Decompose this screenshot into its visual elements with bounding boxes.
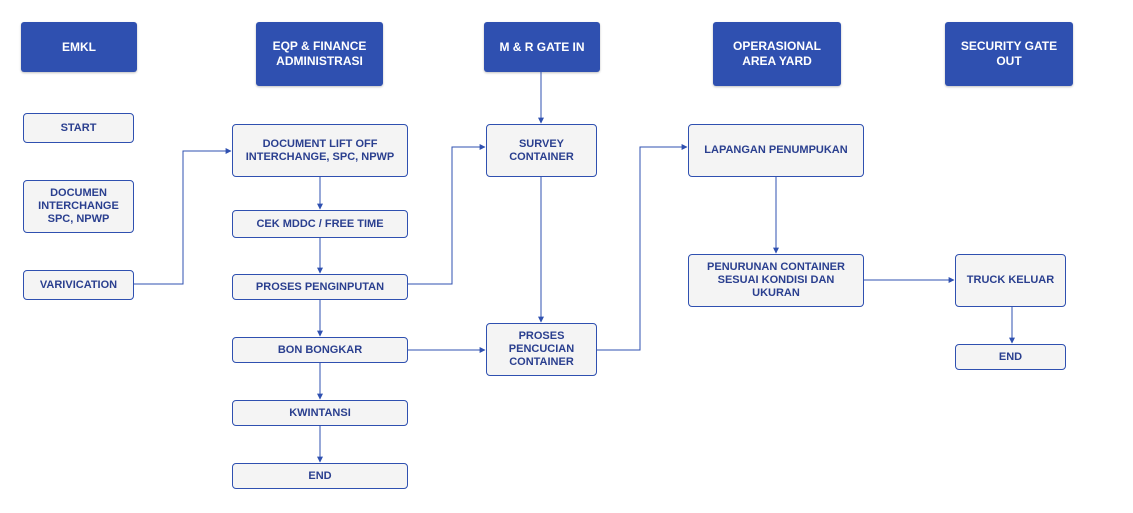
node-document-lift-off: DOCUMENT LIFT OFF INTERCHANGE, SPC, NPWP (232, 124, 408, 177)
arrow-varivication-to-document-lift-off (134, 148, 232, 285)
node-cek-mddc: CEK MDDC / FREE TIME (232, 210, 408, 238)
node-documen-interchange: DOCUMEN INTERCHANGE SPC, NPWP (23, 180, 134, 233)
node-lapangan-penumpukan: LAPANGAN PENUMPUKAN (688, 124, 864, 177)
arrow-penginputan-to-survey (408, 144, 486, 285)
lane-header-eqp-finance: EQP & FINANCE ADMINISTRASI (256, 22, 383, 86)
node-end-eqp: END (232, 463, 408, 489)
node-varivication: VARIVICATION (23, 270, 134, 300)
lane-header-mr-gate-in: M & R GATE IN (484, 22, 600, 72)
node-penurunan-container: PENURUNAN CONTAINER SESUAI KONDISI DAN U… (688, 254, 864, 307)
lane-header-operasional: OPERASIONAL AREA YARD (713, 22, 841, 86)
node-proses-penginputan: PROSES PENGINPUTAN (232, 274, 408, 300)
arrow-pencucian-to-lapangan (597, 144, 688, 351)
node-truck-keluar: TRUCK KELUAR (955, 254, 1066, 307)
lane-header-security-gate-out: SECURITY GATE OUT (945, 22, 1073, 86)
lane-header-emkl: EMKL (21, 22, 137, 72)
node-bon-bongkar: BON BONGKAR (232, 337, 408, 363)
node-end-security: END (955, 344, 1066, 370)
node-start: START (23, 113, 134, 143)
node-survey-container: SURVEY CONTAINER (486, 124, 597, 177)
node-kwintansi: KWINTANSI (232, 400, 408, 426)
node-proses-pencucian: PROSES PENCUCIAN CONTAINER (486, 323, 597, 376)
